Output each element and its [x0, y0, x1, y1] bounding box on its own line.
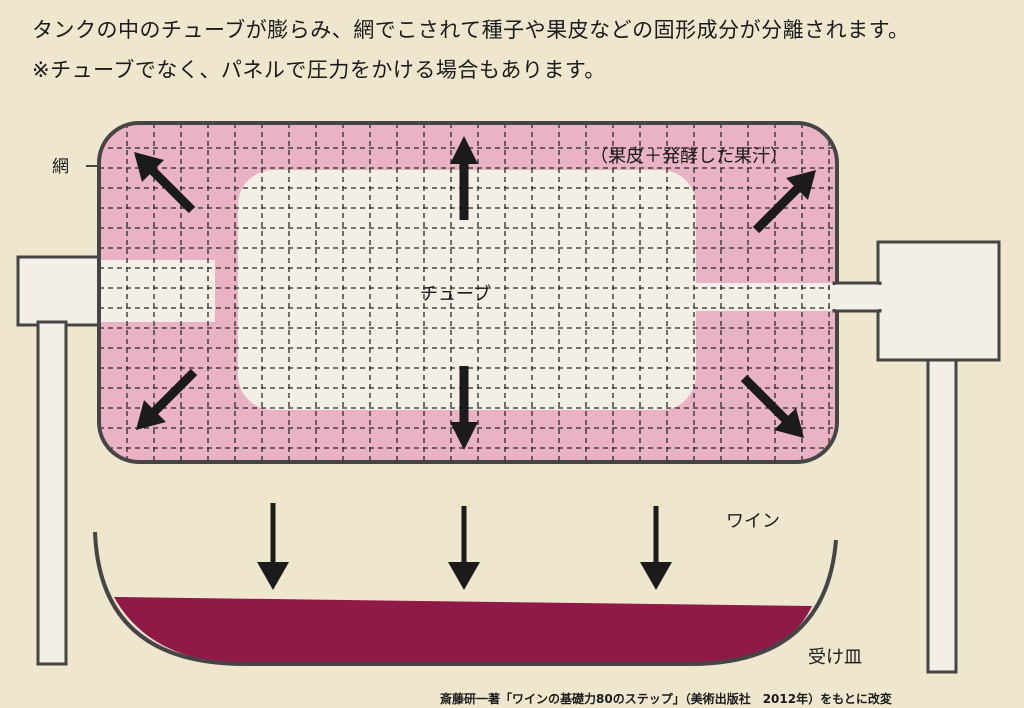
- flow-arrow-left: [257, 503, 289, 590]
- tube: [238, 170, 696, 410]
- net-label: 網: [52, 157, 69, 177]
- flow-arrow-center: [448, 506, 480, 590]
- pressure-arrows: [134, 136, 816, 450]
- right-outlet-pipe: [876, 240, 1001, 674]
- source-credit: 斎藤研一著「ワインの基礎力80のステップ」（美術出版社 2012年）をもとに改変: [440, 692, 892, 706]
- tank: [97, 121, 882, 464]
- arrow-down-left: [136, 368, 198, 430]
- wine-in-tray: [114, 597, 812, 664]
- flow-arrows: [257, 503, 672, 590]
- caption-line-2: ※チューブでなく、パネルで圧力をかける場合もあります。: [32, 58, 606, 82]
- arrow-down-right: [740, 374, 804, 438]
- arrow-down: [450, 366, 478, 450]
- tube-label: チューブ: [420, 283, 491, 305]
- tray-outline: [93, 531, 838, 666]
- arrow-up-right: [752, 170, 816, 234]
- tray: [93, 531, 838, 666]
- wine-label: ワイン: [726, 511, 780, 532]
- flow-arrow-right: [640, 506, 672, 590]
- left-inlet-pipe: [16, 255, 110, 666]
- arrow-up-left: [134, 152, 196, 214]
- pomace-label: （果皮＋発酵した果汁）: [590, 146, 788, 167]
- caption-line-1: タンクの中のチューブが膨らみ、網でこされて種子や果皮などの固形成分が分離されます…: [32, 18, 910, 42]
- arrow-up: [450, 136, 478, 220]
- tray-label: 受け皿: [808, 647, 862, 668]
